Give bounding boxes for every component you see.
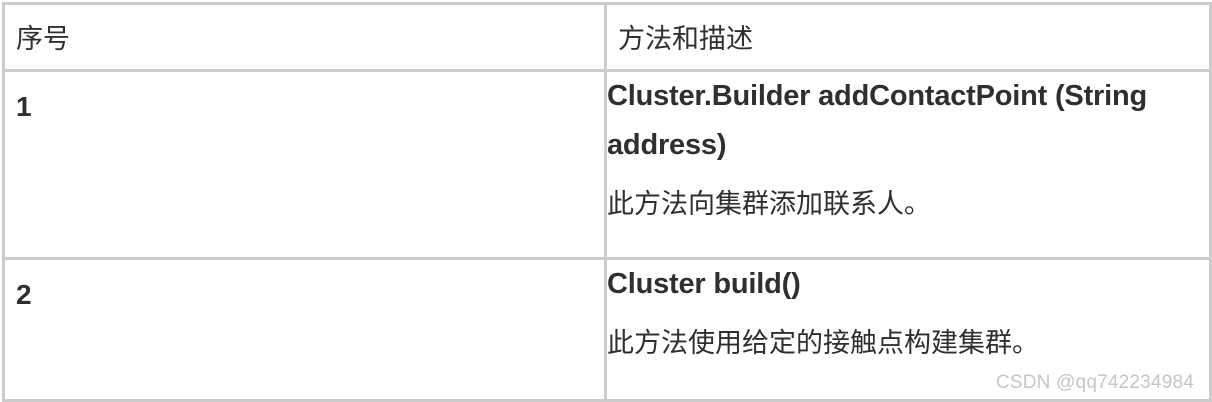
table-body: 1 Cluster.Builder addContactPoint (Strin… [2,69,1212,402]
table-header: 序号 方法和描述 [2,2,1212,72]
table-header-row: 序号 方法和描述 [2,2,1212,72]
row-index-value: 2 [16,279,32,310]
method-description: 此方法使用给定的接触点构建集群。 [607,328,1039,358]
table-row: 1 Cluster.Builder addContactPoint (Strin… [2,69,1212,260]
row-index-value: 1 [16,91,32,122]
row-method-cell: Cluster.Builder addContactPoint (String … [604,69,1212,260]
row-index-cell: 1 [2,69,607,260]
column-header-method: 方法和描述 [604,2,1212,72]
row-index-cell: 2 [2,257,607,402]
column-header-index-label: 序号 [16,24,70,54]
method-description: 此方法向集群添加联系人。 [607,189,931,219]
method-signature: Cluster build() [607,268,801,300]
column-header-method-label: 方法和描述 [618,24,753,54]
method-signature: Cluster.Builder addContactPoint (String … [607,80,1147,161]
table-row: 2 Cluster build() 此方法使用给定的接触点构建集群。 [2,257,1212,402]
row-method-cell: Cluster build() 此方法使用给定的接触点构建集群。 [604,257,1212,402]
column-header-index: 序号 [2,2,607,72]
